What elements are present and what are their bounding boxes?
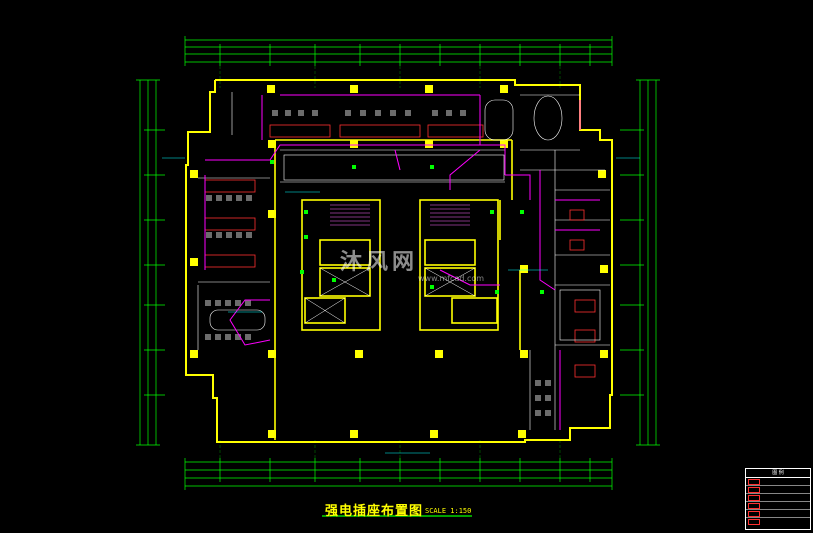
right-dimension-lines [620, 79, 660, 446]
columns [190, 85, 608, 438]
chairs [205, 110, 551, 416]
legend-symbol [748, 479, 760, 485]
legend-symbol [748, 487, 760, 493]
legend-row [746, 486, 810, 494]
legend-row [746, 518, 810, 525]
room-label-marks [162, 157, 640, 454]
legend-symbol [748, 495, 760, 501]
legend-row [746, 494, 810, 502]
legend-symbol [748, 511, 760, 517]
legend-row [746, 502, 810, 510]
bottom-dimension-lines [184, 458, 613, 490]
legend-table: 图 例 [745, 468, 811, 530]
top-dimension-lines [184, 36, 613, 66]
drawing-title: 强电插座布置图 [325, 504, 424, 519]
circuit-lines [204, 94, 600, 430]
watermark-url: www.mfcad.com [418, 274, 485, 283]
legend-row [746, 510, 810, 518]
exterior-walls [185, 79, 613, 443]
core-walls [274, 139, 521, 440]
left-dimension-lines [136, 79, 165, 446]
stair-hatching [330, 204, 470, 226]
watermark-text: 沐风网 [340, 250, 419, 275]
outlet-markers [270, 160, 544, 294]
legend-symbol [748, 503, 760, 509]
legend-title: 图 例 [746, 469, 810, 478]
drawing-scale: SCALE 1:150 [425, 507, 472, 515]
legend-row [746, 478, 810, 486]
legend-symbol [748, 519, 760, 525]
elevator-shafts [304, 267, 476, 324]
